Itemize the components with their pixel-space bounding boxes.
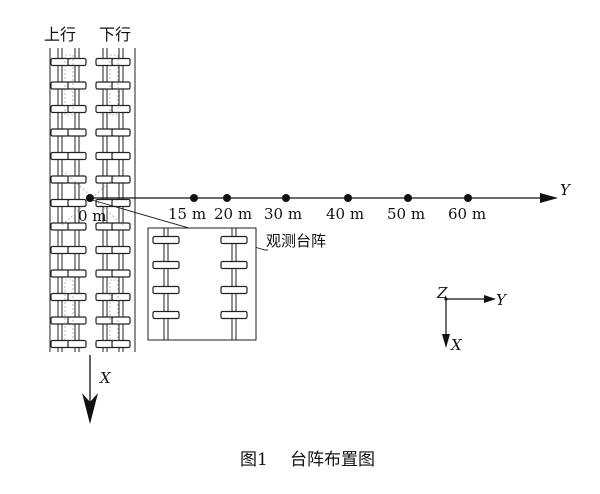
sleeper	[111, 222, 131, 231]
sleeper	[111, 339, 131, 349]
sleeper	[111, 269, 131, 278]
sleeper	[111, 245, 131, 255]
station-label-15m: 15 m	[168, 205, 206, 223]
station-points	[86, 194, 472, 202]
sleeper	[95, 104, 115, 114]
track-guide-frames	[61, 54, 124, 341]
sleeper	[67, 316, 87, 325]
station-label-0m: 0 m	[78, 207, 107, 225]
x-axis-arrowhead	[82, 393, 98, 424]
array-leader-line	[91, 199, 268, 251]
station-60m	[464, 194, 472, 202]
caption-title: 台阵布置图	[290, 450, 375, 470]
sleeper	[67, 269, 87, 278]
sleeper	[50, 175, 70, 184]
inset-sleeper	[220, 235, 248, 245]
sleeper	[95, 128, 115, 137]
sleeper	[67, 104, 87, 114]
sleeper	[67, 222, 87, 231]
sleeper	[50, 81, 70, 90]
down-track-sleepers	[95, 57, 131, 349]
sleeper	[111, 57, 131, 67]
sleeper	[67, 245, 87, 255]
sleeper	[50, 292, 70, 302]
sleeper	[111, 104, 131, 114]
sleeper	[95, 175, 115, 184]
sleeper	[67, 81, 87, 90]
sleeper	[50, 245, 70, 255]
x-axis-label: X	[99, 369, 112, 387]
sleeper	[95, 245, 115, 255]
legend-z-label: Z	[436, 284, 448, 302]
sleeper	[50, 104, 70, 114]
caption-number: 图1	[240, 450, 268, 470]
up-track	[50, 48, 87, 352]
station-label-30m: 30 m	[264, 205, 302, 223]
down-track	[95, 48, 131, 352]
y-axis-arrowhead	[540, 193, 558, 203]
inset-sleeper	[152, 235, 180, 245]
station-20m	[223, 194, 231, 202]
station-label-60m: 60 m	[448, 205, 486, 223]
sleeper	[50, 151, 70, 161]
sleeper	[67, 292, 87, 302]
sleeper	[50, 316, 70, 325]
sleeper	[67, 339, 87, 349]
sleeper	[67, 175, 87, 184]
sleeper	[111, 151, 131, 161]
sleeper	[50, 339, 70, 349]
sleeper	[95, 57, 115, 67]
inset-sleeper	[152, 285, 180, 295]
legend-y-label: Y	[496, 291, 508, 309]
sleeper	[95, 316, 115, 325]
sleeper	[95, 292, 115, 302]
sleeper	[95, 151, 115, 161]
sleeper	[50, 128, 70, 137]
inset-sleeper	[152, 260, 180, 270]
sleeper	[95, 81, 115, 90]
station-0m	[86, 194, 94, 202]
station-40m	[344, 194, 352, 202]
sleeper	[67, 57, 87, 67]
sleeper	[111, 292, 131, 302]
sleeper	[67, 151, 87, 161]
inset-sleeper	[220, 310, 248, 320]
sleeper	[111, 128, 131, 137]
sleeper	[50, 198, 70, 208]
sleeper	[111, 198, 131, 208]
array-label: 观测台阵	[266, 232, 326, 250]
y-axis-label: Y	[560, 181, 572, 199]
inset-sleeper	[220, 285, 248, 295]
inset-sleeper	[152, 310, 180, 320]
sleeper	[111, 81, 131, 90]
sleeper	[67, 128, 87, 137]
observation-array-inset	[147, 227, 257, 341]
sleeper	[50, 222, 70, 231]
axis-legend: Z Y X	[436, 284, 508, 354]
down-track-label: 下行	[99, 25, 131, 44]
sleeper	[111, 175, 131, 184]
station-50m	[404, 194, 412, 202]
sleeper	[111, 316, 131, 325]
station-30m	[282, 194, 290, 202]
inset-sleeper	[220, 260, 248, 270]
up-track-sleepers	[50, 57, 87, 349]
sleeper	[50, 57, 70, 67]
sleeper	[50, 269, 70, 278]
up-track-label: 上行	[44, 25, 76, 44]
station-label-50m: 50 m	[387, 205, 425, 223]
station-label-40m: 40 m	[326, 205, 364, 223]
sleeper	[95, 339, 115, 349]
sleeper	[95, 269, 115, 278]
station-15m	[190, 194, 198, 202]
station-label-20m: 20 m	[214, 205, 252, 223]
track-bed	[49, 48, 136, 352]
legend-x-label: X	[450, 336, 463, 354]
